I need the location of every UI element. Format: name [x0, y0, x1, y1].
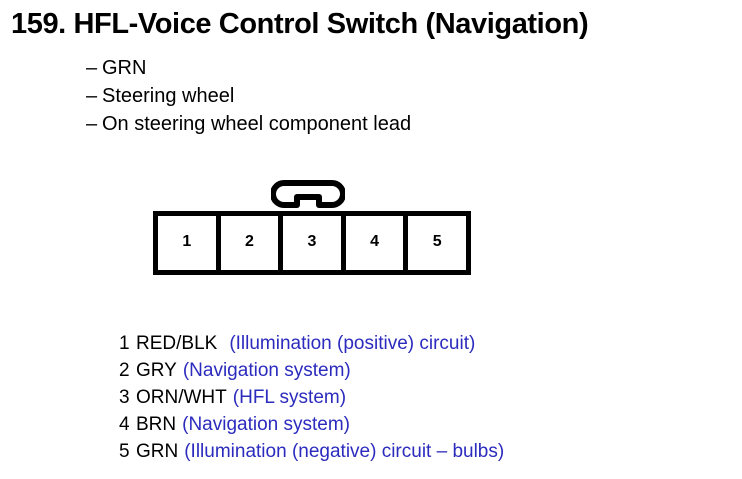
legend-description: (Navigation system) [182, 360, 351, 381]
dash-bullet-icon: – [86, 113, 98, 135]
list-item: – Steering wheel [86, 82, 606, 110]
connector-pin-4: 4 [345, 216, 409, 270]
list-item: – GRN [86, 54, 606, 82]
detail-list: – GRN – Steering wheel – On steering whe… [86, 54, 606, 138]
legend-description: (Illumination (positive) circuit) [229, 333, 476, 354]
legend-wire-color: RED/BLK [136, 333, 218, 354]
connector-pin-3: 3 [283, 216, 346, 270]
connector-pin-1: 1 [158, 216, 221, 270]
legend-description: (Illumination (negative) circuit – bulbs… [184, 441, 505, 462]
page-title: 159. HFL-Voice Control Switch (Navigatio… [11, 8, 589, 40]
legend-wire-color: GRN [136, 441, 179, 462]
pin-number-label: 2 [244, 233, 254, 250]
legend-row: 1 RED/BLK (Illumination (positive) circu… [119, 330, 679, 357]
legend-wire-color: BRN [136, 414, 177, 435]
legend-pin-number: 3 [119, 387, 130, 408]
locking-tab-icon [271, 180, 345, 208]
legend-row: 2 GRY (Navigation system) [119, 357, 679, 384]
legend-description: (HFL system) [232, 387, 347, 408]
legend-pin-number: 1 [119, 333, 130, 354]
legend-pin-number: 4 [119, 414, 130, 435]
pin-number-label: 5 [432, 233, 442, 250]
list-item-label: On steering wheel component lead [102, 113, 412, 135]
legend-row: 4 BRN (Navigation system) [119, 411, 679, 438]
connector-body: 1 2 3 4 5 [153, 211, 471, 275]
list-item-label: Steering wheel [102, 85, 235, 107]
pin-number-label: 1 [182, 233, 192, 250]
dash-bullet-icon: – [86, 85, 98, 107]
dash-bullet-icon: – [86, 57, 98, 79]
legend-pin-number: 2 [119, 360, 130, 381]
legend-wire-color: ORN/WHT [136, 387, 227, 408]
connector-pin-5: 5 [408, 216, 466, 270]
pin-legend: 1 RED/BLK (Illumination (positive) circu… [119, 330, 679, 465]
legend-row: 3 ORN/WHT (HFL system) [119, 384, 679, 411]
legend-pin-number: 5 [119, 441, 130, 462]
pin-number-label: 4 [370, 233, 380, 250]
connector-diagram: 1 2 3 4 5 [153, 180, 473, 280]
legend-description: (Navigation system) [182, 414, 351, 435]
legend-row: 5 GRN (Illumination (negative) circuit –… [119, 438, 679, 465]
legend-wire-color: GRY [136, 360, 177, 381]
pin-number-label: 3 [307, 233, 317, 250]
connector-pin-2: 2 [220, 216, 284, 270]
list-item-label: GRN [102, 57, 147, 79]
list-item: – On steering wheel component lead [86, 110, 606, 138]
